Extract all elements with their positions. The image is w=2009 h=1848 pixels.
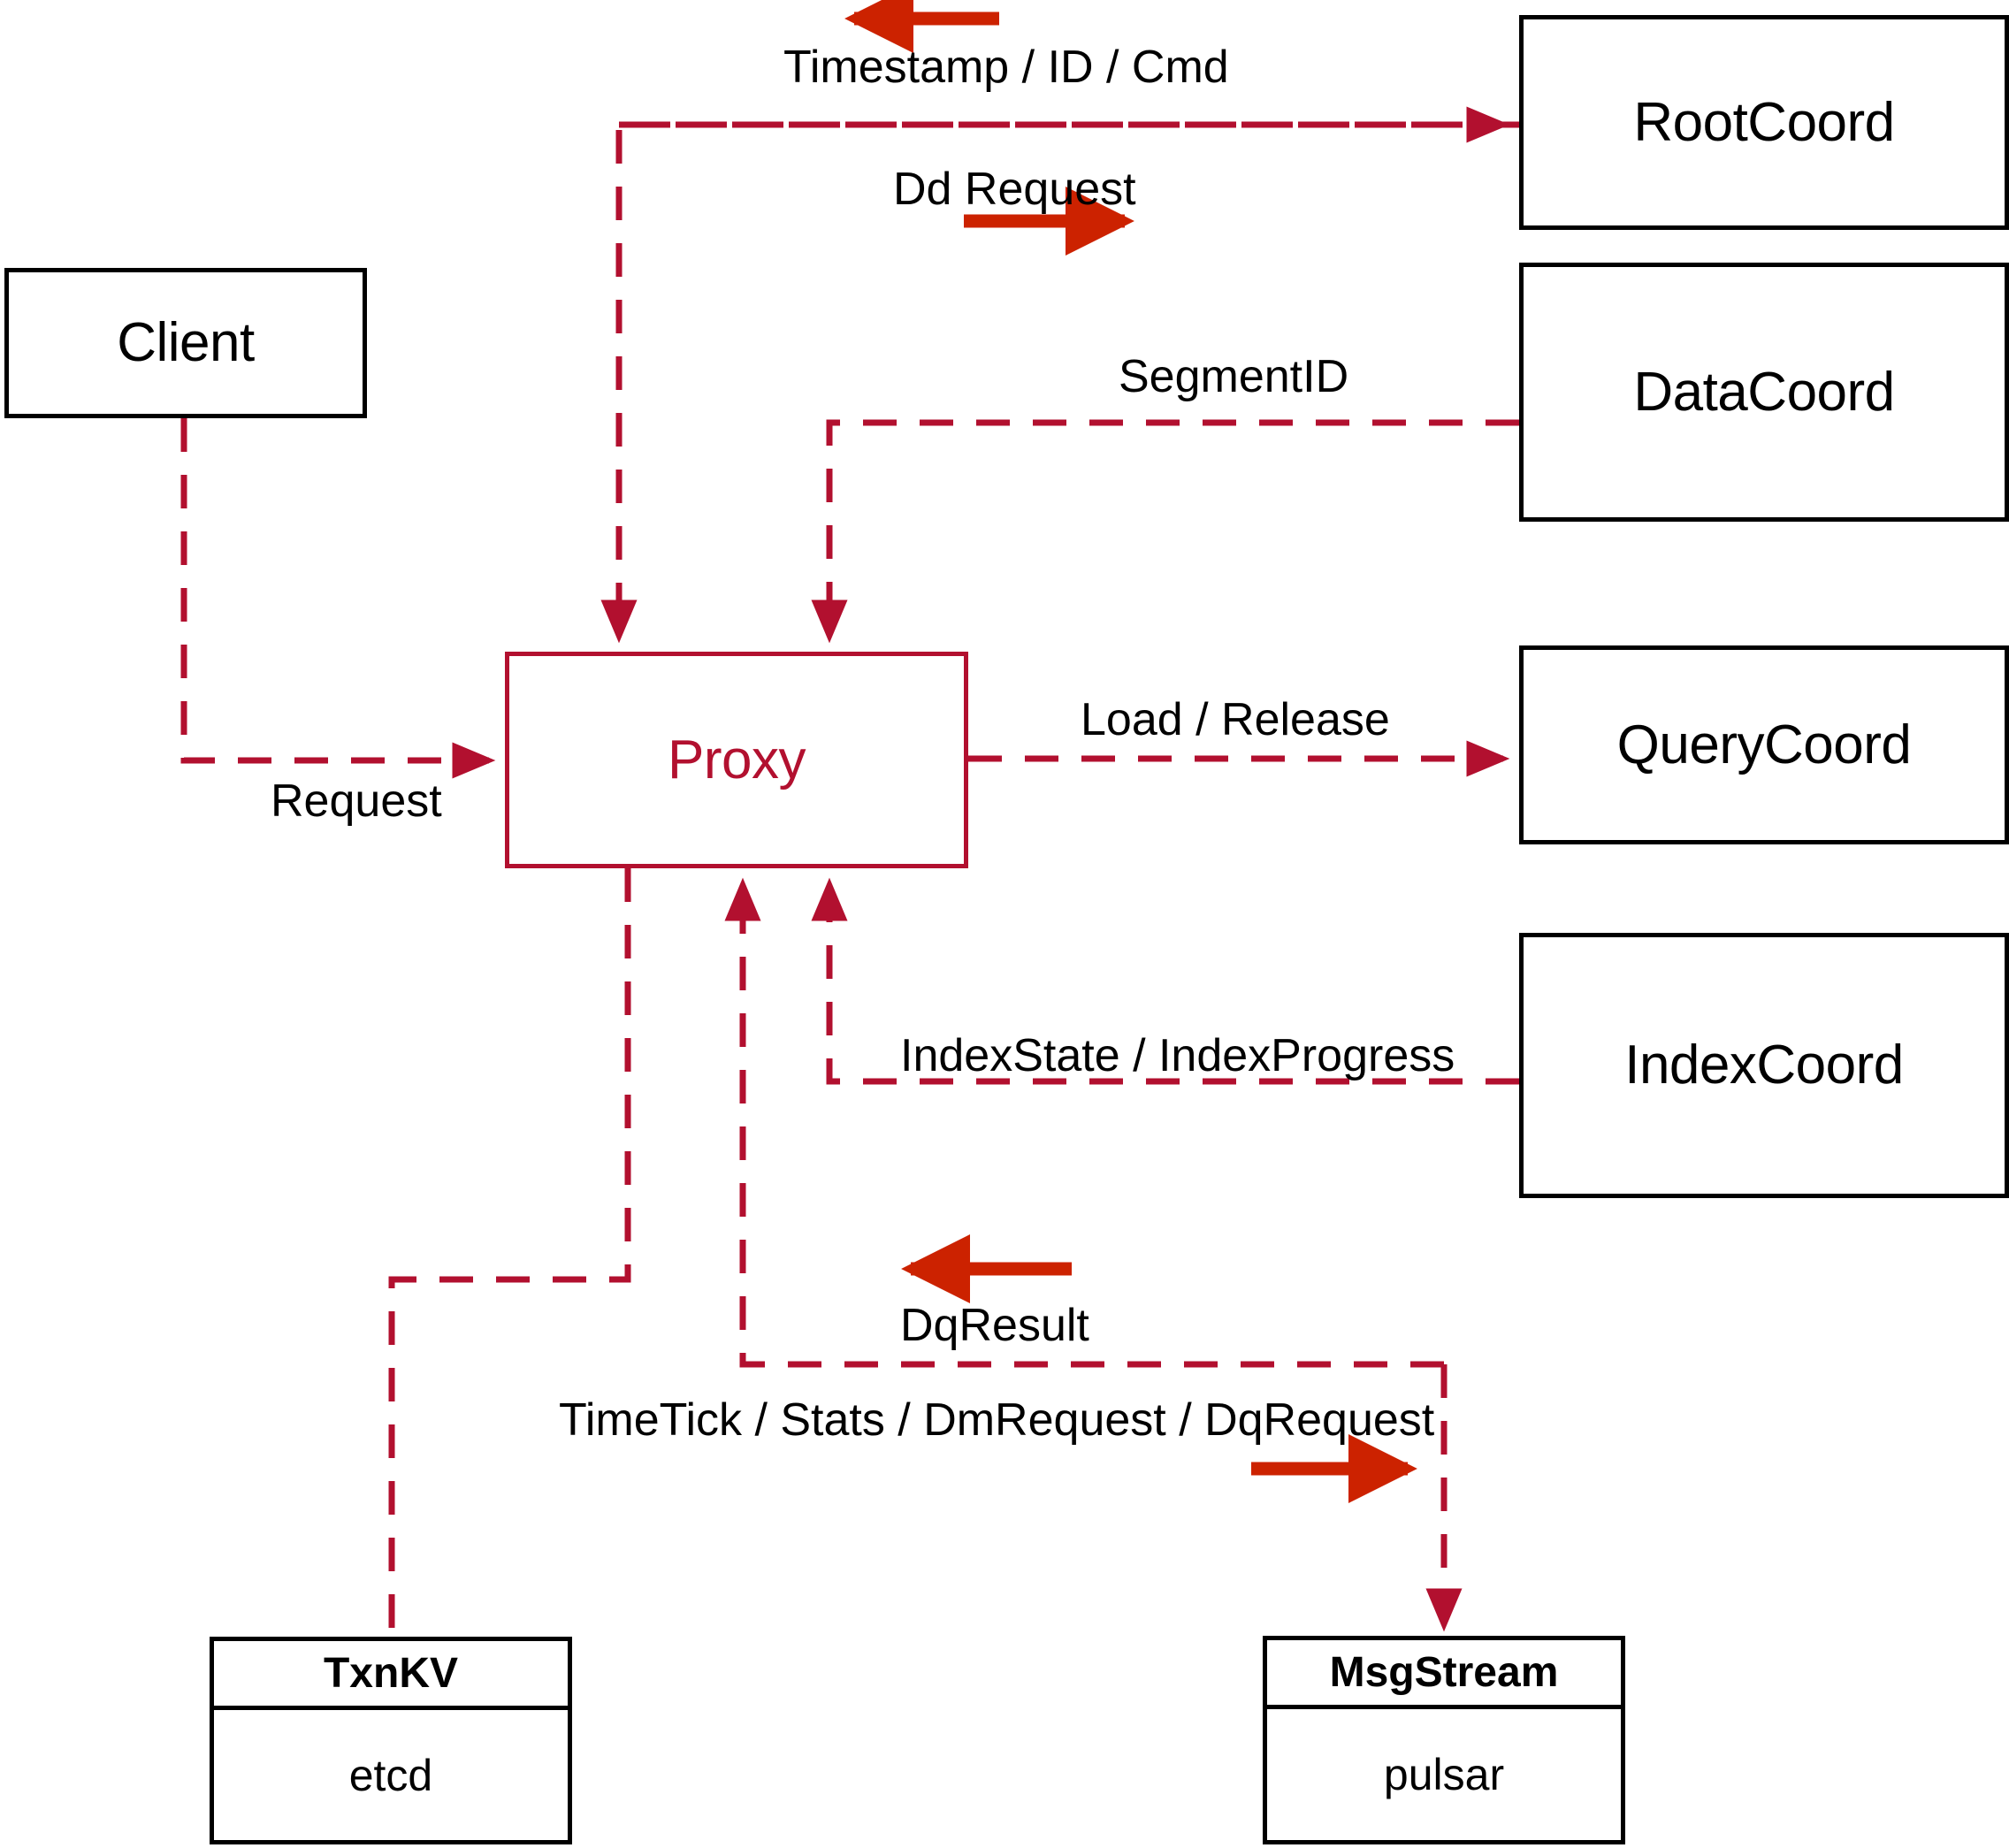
node-proxy-label: Proxy: [668, 729, 806, 790]
node-client[interactable]: Client: [4, 268, 367, 418]
edge-label-timestamp-id-cmd: Timestamp / ID / Cmd: [783, 42, 1229, 93]
wire-proxy-to-txnkv: [388, 868, 631, 1637]
node-querycoord-label: QueryCoord: [1616, 714, 1912, 775]
edge-label-load-release: Load / Release: [1081, 694, 1390, 745]
node-proxy[interactable]: Proxy: [505, 652, 968, 868]
node-client-label: Client: [117, 312, 255, 373]
edge-label-dd-request: Dd Request: [893, 164, 1136, 215]
edge-label-request: Request: [271, 775, 442, 827]
edge-label-index-state-progress: IndexState / IndexProgress: [900, 1030, 1455, 1081]
node-msgstream-header-label: MsgStream: [1329, 1648, 1559, 1696]
node-txnkv-body-label: etcd: [348, 1750, 433, 1800]
node-txnkv-header-label: TxnKV: [323, 1649, 458, 1697]
node-msgstream[interactable]: MsgStream pulsar: [1263, 1636, 1625, 1844]
node-indexcoord-label: IndexCoord: [1624, 1035, 1904, 1096]
node-datacoord[interactable]: DataCoord: [1519, 263, 2009, 522]
wire-msgstream-to-proxy: [724, 877, 1444, 1368]
node-msgstream-header: MsgStream: [1267, 1640, 1621, 1709]
node-txnkv[interactable]: TxnKV etcd: [210, 1637, 572, 1844]
node-rootcoord-label: RootCoord: [1633, 91, 1895, 153]
edge-label-segment-id: SegmentID: [1119, 351, 1349, 402]
node-datacoord-label: DataCoord: [1633, 361, 1895, 423]
node-msgstream-body: pulsar: [1267, 1709, 1621, 1840]
node-rootcoord[interactable]: RootCoord: [1519, 15, 2009, 230]
node-querycoord[interactable]: QueryCoord: [1519, 645, 2009, 844]
wire-datacoord-to-proxy: [811, 419, 1519, 644]
node-msgstream-body-label: pulsar: [1383, 1750, 1505, 1799]
node-txnkv-body: etcd: [214, 1710, 568, 1840]
node-txnkv-header: TxnKV: [214, 1641, 568, 1710]
edge-label-timetick-stats: TimeTick / Stats / DmRequest / DqRequest: [559, 1394, 1435, 1446]
edge-label-dq-result: DqResult: [900, 1300, 1089, 1351]
node-indexcoord[interactable]: IndexCoord: [1519, 933, 2009, 1198]
wire-client-to-proxy: [180, 418, 496, 779]
